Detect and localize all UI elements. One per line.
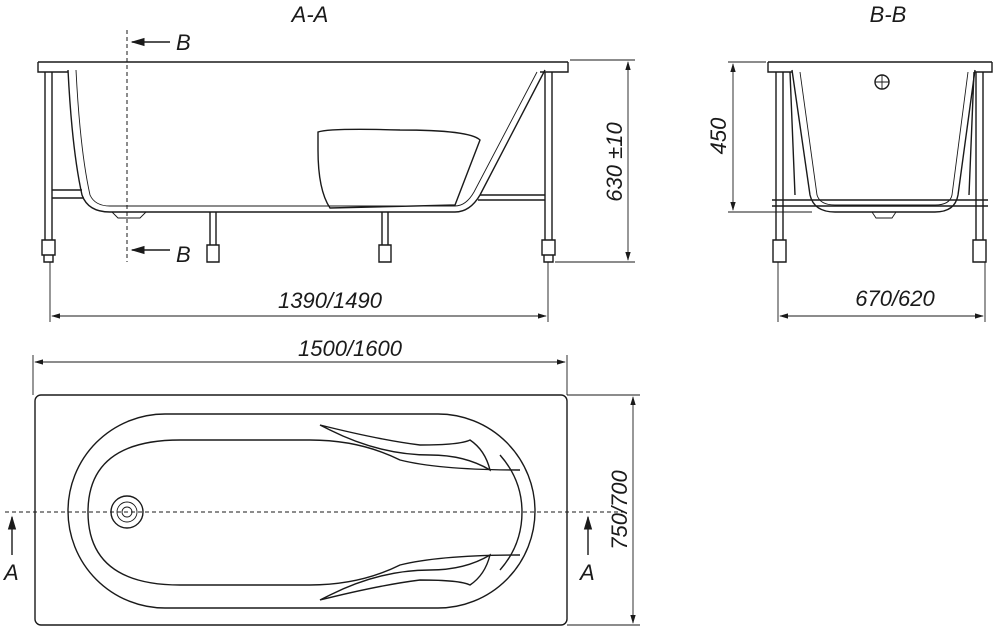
height-dim-bb: 450: [706, 117, 731, 154]
height-dim-aa: 630 ±10: [602, 122, 627, 202]
width-dim-plan: 750/700: [607, 469, 632, 549]
width-dim-bb: 670/620: [855, 286, 935, 311]
tub-basin: [67, 413, 536, 609]
cut-label-b-bottom: B: [176, 242, 191, 267]
tub-body: [67, 69, 546, 213]
cut-label-b-top: B: [176, 30, 191, 55]
length-dim-plan: 1500/1600: [298, 336, 403, 361]
section-bb: B-B 450 670/620: [706, 2, 993, 322]
section-aa: A-A B B 630 ±10 1390/1490: [37, 2, 635, 322]
tub-seat: [317, 128, 481, 209]
cut-label-a-left: A: [2, 560, 19, 585]
tub-rim: [37, 61, 569, 73]
cut-label-a-right: A: [578, 560, 595, 585]
section-bb-title: B-B: [870, 2, 907, 27]
tub-cross-section: [791, 69, 976, 213]
section-aa-title: A-A: [290, 2, 329, 27]
plan-view: 1500/1600 A A 750/700: [2, 336, 640, 626]
length-dim-aa: 1390/1490: [278, 288, 383, 313]
legs: [41, 72, 556, 263]
tub-outline: [34, 394, 568, 626]
